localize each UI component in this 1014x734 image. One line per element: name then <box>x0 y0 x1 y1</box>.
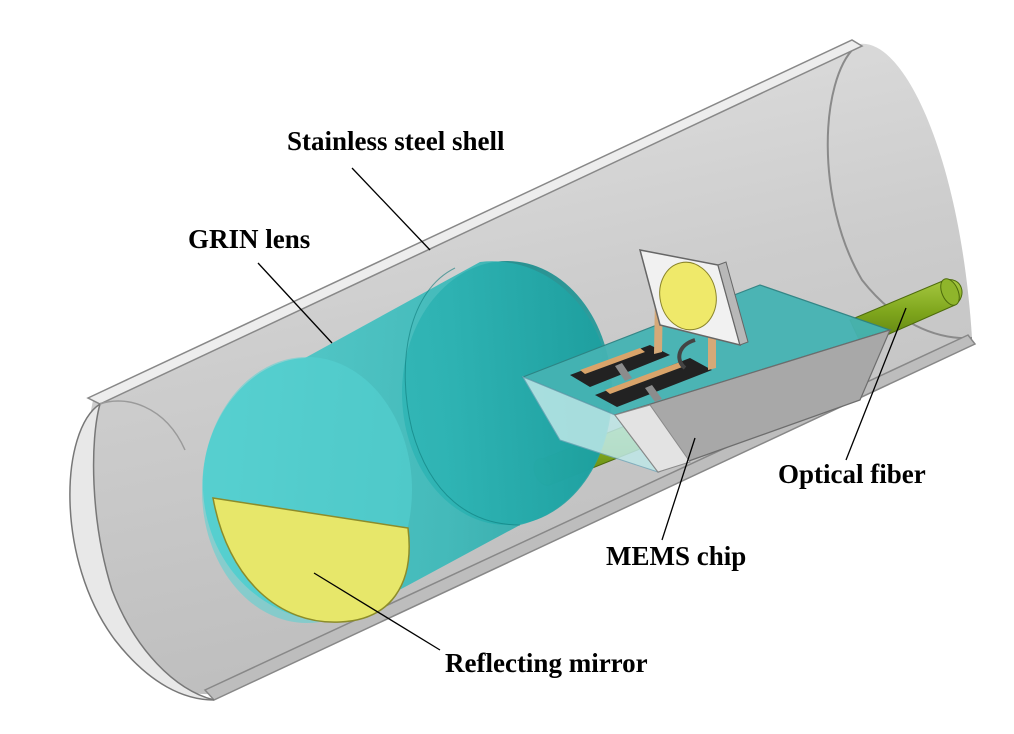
shell-top-rim <box>86 39 864 405</box>
leader-fiber <box>845 307 907 461</box>
micromirror-plate-thickness <box>717 261 749 346</box>
actuator-pads <box>570 345 712 407</box>
shell-right-end-curve <box>826 46 973 340</box>
leader-mirror <box>313 572 441 651</box>
leader-chip <box>661 437 696 541</box>
label-optical-fiber: Optical fiber <box>778 459 926 489</box>
label-mems-chip: MEMS chip <box>606 541 746 571</box>
mems-chip-side-highlight <box>614 404 691 473</box>
label-reflecting-mirror: Reflecting mirror <box>445 648 648 678</box>
label-stainless-steel-shell: Stainless steel shell <box>287 126 505 156</box>
micromirror-surface <box>659 261 717 331</box>
mirror-cable <box>677 338 696 370</box>
leader-lines <box>257 167 907 651</box>
label-grin-lens: GRIN lens <box>188 224 310 254</box>
reflecting-mirror <box>212 497 410 623</box>
fiber-rear-end <box>940 278 960 306</box>
leader-lens <box>257 262 333 344</box>
shell-left-inner-edge <box>99 400 186 451</box>
leader-shell <box>351 167 431 251</box>
mems-chip <box>521 249 892 473</box>
shell-left-end <box>69 402 215 701</box>
grin-lens-back-edge <box>404 267 521 526</box>
